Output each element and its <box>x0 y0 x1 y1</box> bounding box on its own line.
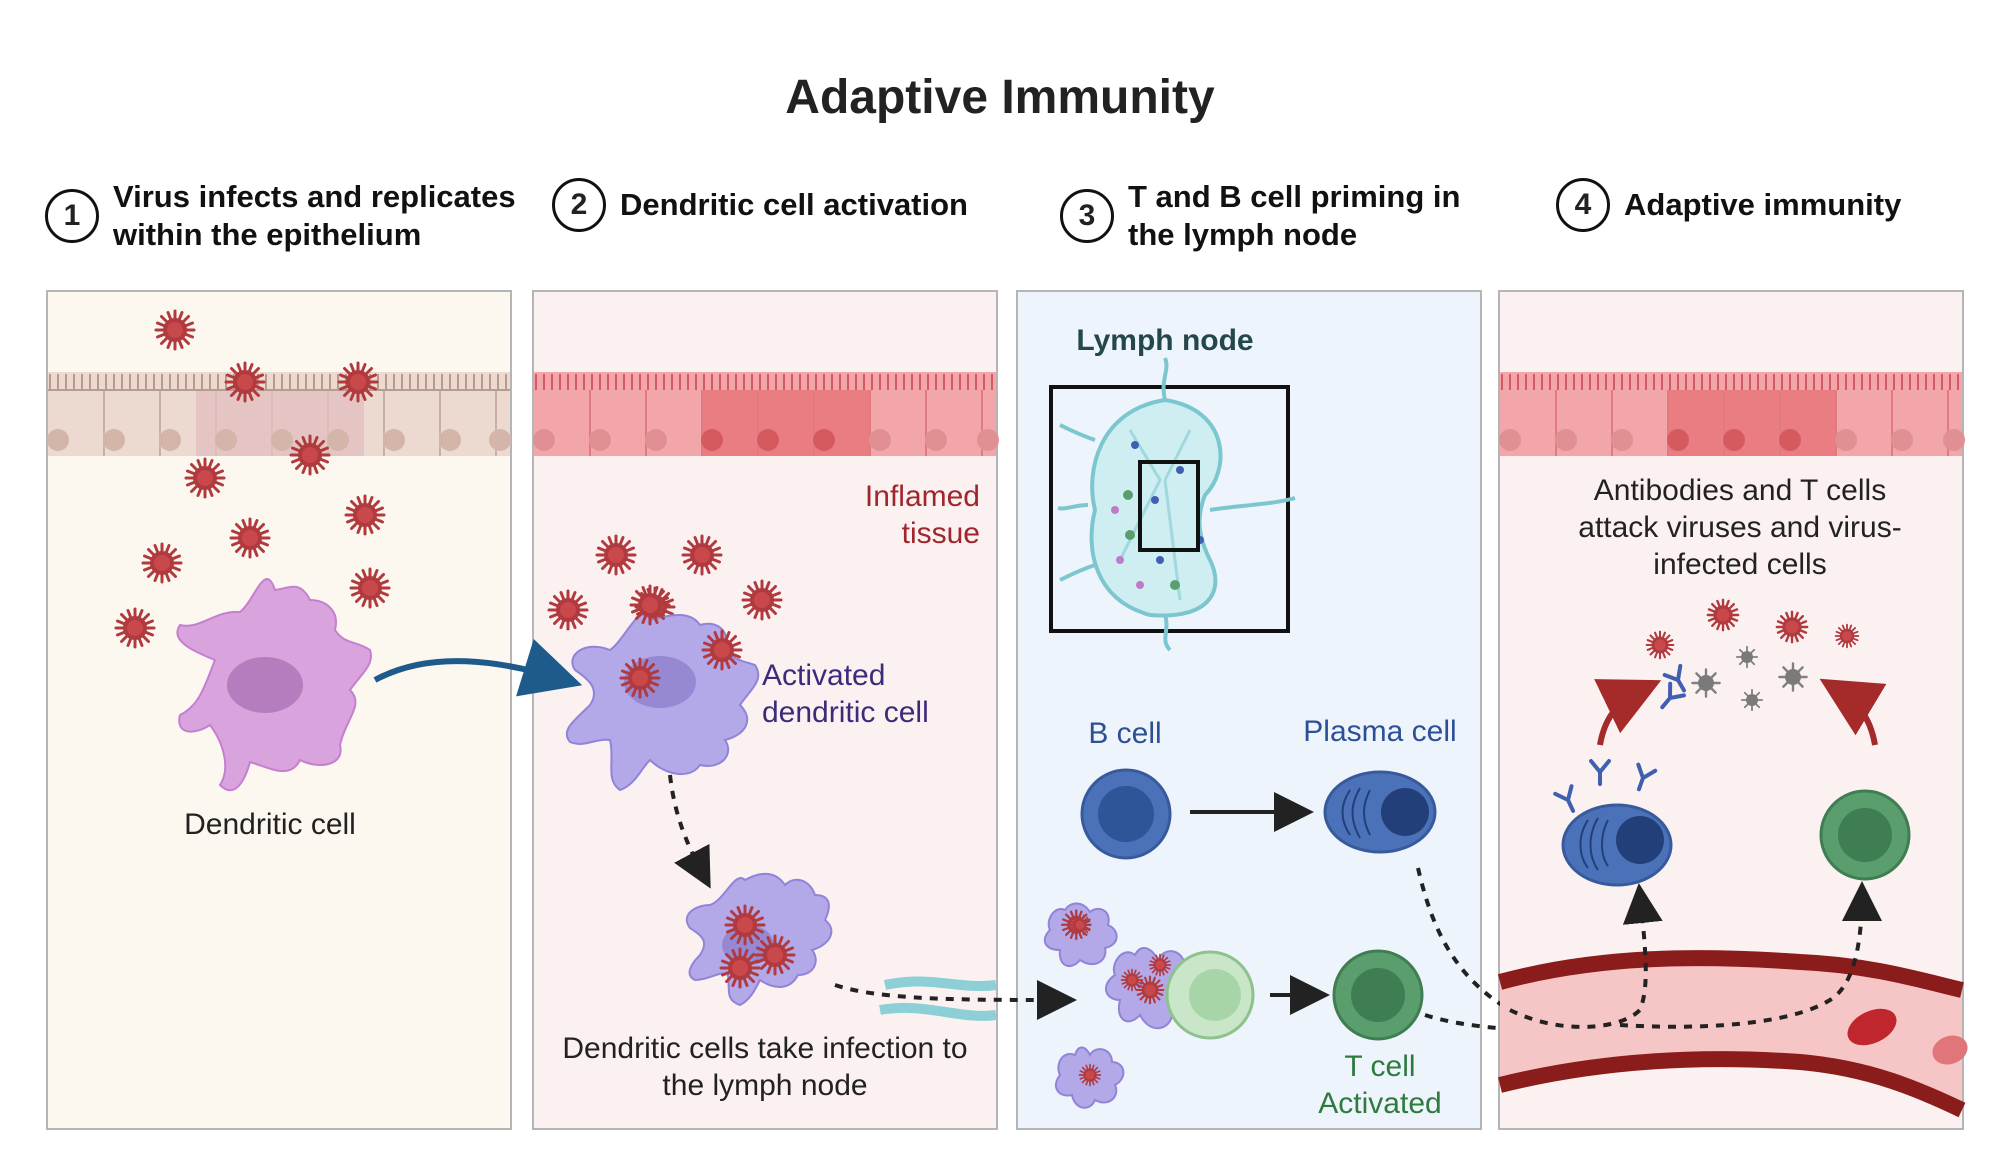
step-4-number: 4 <box>1556 178 1610 232</box>
virus-cluster-panel-2 <box>547 534 783 631</box>
dc-t-cell-cluster <box>1043 902 1255 1109</box>
label-b-cell: B cell <box>1088 717 1162 750</box>
step-2-label: Dendritic cell activation <box>620 187 968 222</box>
virus-target-cluster <box>1645 598 1860 715</box>
arrow-dc-migrate <box>668 774 711 889</box>
label-attack: Antibodies and T cells attack viruses an… <box>1578 474 1902 581</box>
step-1-number: 1 <box>45 189 99 243</box>
label-activated-dendritic-cell: Activated dendritic cell <box>762 659 929 729</box>
b-cell <box>1080 768 1172 860</box>
activated-dendritic-cell <box>565 584 760 792</box>
arrow-dc-activation <box>373 638 583 697</box>
label-t-cell-activated: Activated <box>1318 1087 1442 1120</box>
epithelium-panel-4 <box>1499 372 1965 456</box>
step-3-header: 3 T and B cell priming in the lymph node <box>1060 178 1468 254</box>
migrating-dendritic-cell <box>685 872 833 1007</box>
arrow-t-to-blood <box>1424 1013 1621 1033</box>
lymphatic-vessel <box>879 976 997 1021</box>
t-cell-attack <box>1819 789 1911 881</box>
dendritic-cell <box>176 578 372 792</box>
step-1-header: 1 Virus infects and replicates within th… <box>45 178 533 254</box>
plasma-cell-attack <box>1561 803 1673 887</box>
step-1-label: Virus infects and replicates within the … <box>113 179 516 252</box>
step-4-header: 4 Adaptive immunity <box>1556 178 1954 232</box>
arrow-plasma-to-blood <box>1416 867 1512 1012</box>
blood-vessel <box>1497 950 1968 1118</box>
arrow-antibody-attack <box>1594 679 1662 746</box>
step-4-label: Adaptive immunity <box>1624 187 1902 222</box>
epithelium-panel-2 <box>533 372 999 456</box>
step-2-header: 2 Dendritic cell activation <box>552 178 1040 232</box>
label-inflamed-tissue: Inflamed tissue <box>864 480 980 550</box>
page-title: Adaptive Immunity <box>785 71 1215 124</box>
label-dendritic-cell: Dendritic cell <box>184 808 356 841</box>
lymph-node-figure <box>1049 357 1296 652</box>
epithelium-panel-1 <box>47 372 511 456</box>
label-t-cell: T cell <box>1344 1050 1416 1083</box>
step-3-number: 3 <box>1060 189 1114 243</box>
arrow-to-lymph-node <box>834 979 1077 1020</box>
step-3-label: T and B cell priming in the lymph node <box>1128 179 1461 252</box>
label-plasma-cell: Plasma cell <box>1303 715 1457 748</box>
activated-t-cell <box>1332 949 1424 1041</box>
plasma-cell <box>1323 770 1437 854</box>
label-lymph-node: Lymph node <box>1076 324 1254 357</box>
arrow-t-cell-attack <box>1819 678 1887 746</box>
arrow-t-extravasation <box>1619 881 1882 1029</box>
label-dc-take-infection: Dendritic cells take infection to the ly… <box>562 1032 968 1102</box>
step-2-number: 2 <box>552 178 606 232</box>
